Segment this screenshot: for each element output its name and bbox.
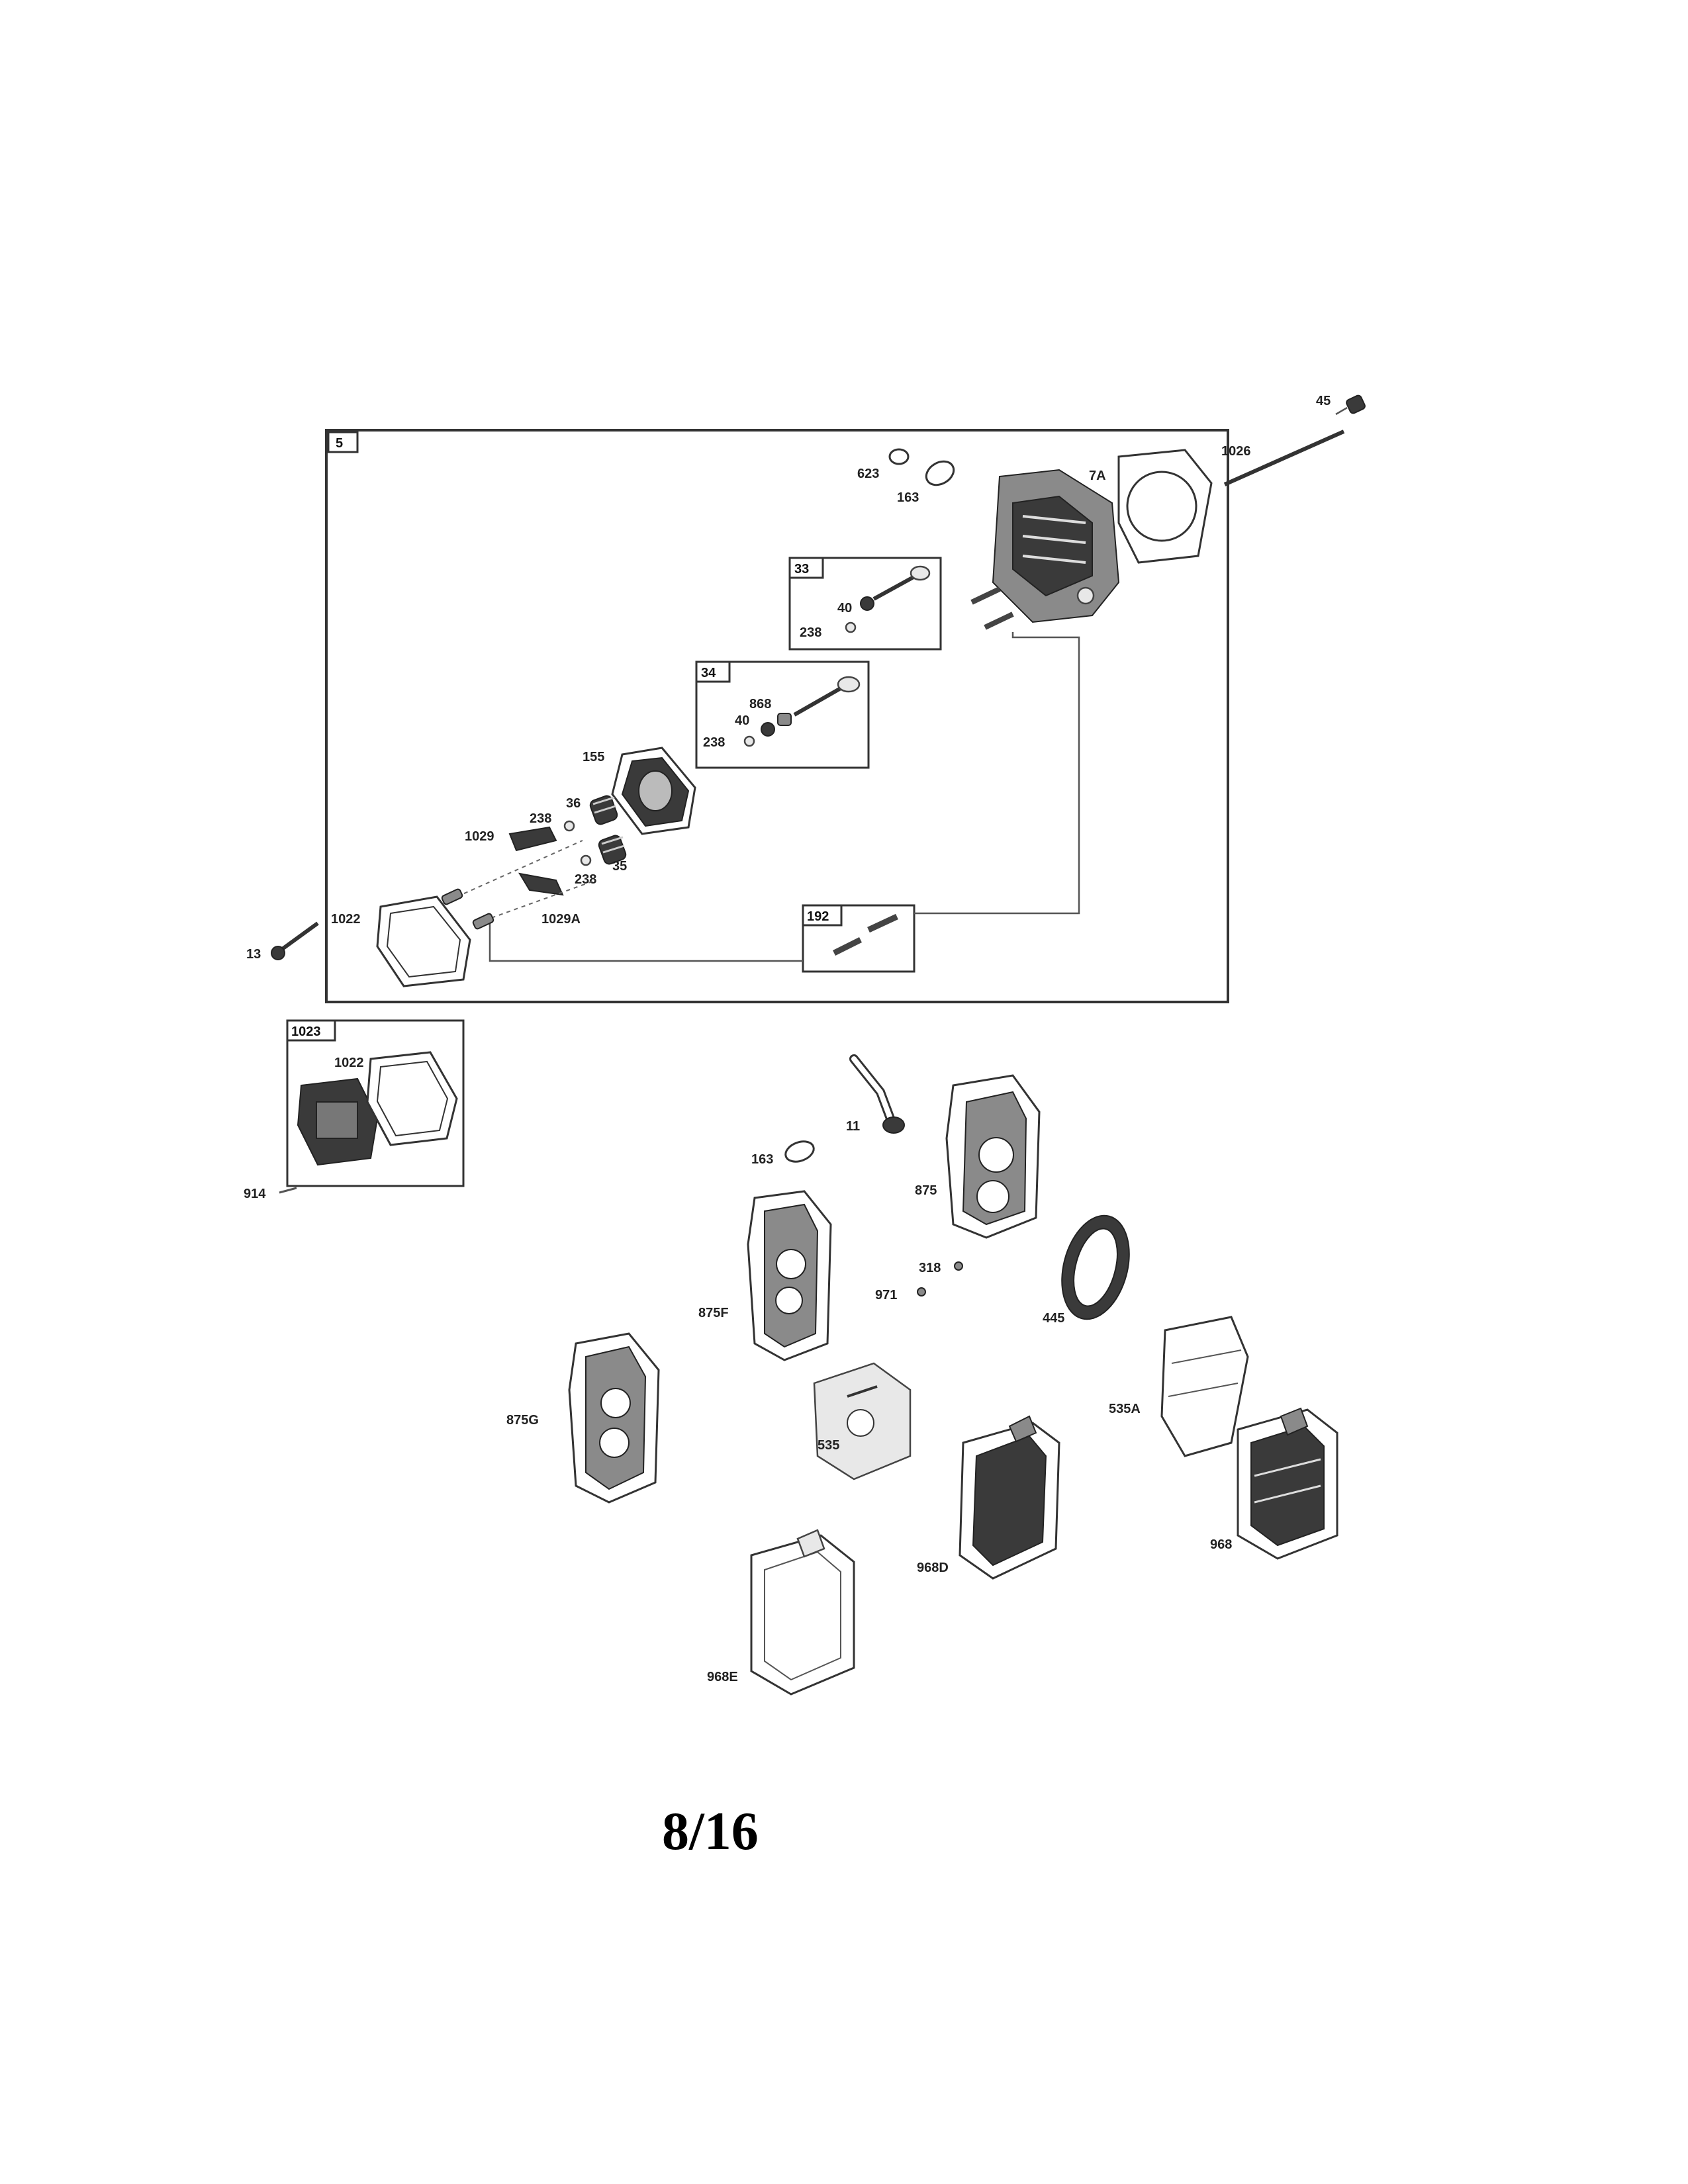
rocker-studs [441, 888, 494, 930]
air-cleaner-cover-968D [959, 1415, 1060, 1580]
fastener-971 [917, 1287, 926, 1297]
alignment-line [476, 880, 596, 924]
label-535A: 535A [1109, 1402, 1141, 1416]
kit-34-frame [695, 660, 870, 769]
air-cleaner-base-875 [945, 1074, 1041, 1239]
gasket-163 [784, 1140, 815, 1163]
rocker-cover-gasket-1022 [376, 895, 471, 987]
group-label-34: 34 [701, 666, 716, 680]
retainer-238 [580, 854, 592, 866]
label-971: 971 [875, 1288, 897, 1302]
label-1022: 1022 [334, 1056, 364, 1070]
gasket-7A [1117, 449, 1213, 564]
label-318: 318 [919, 1261, 941, 1275]
valve-cover-155 [611, 747, 696, 835]
air-cleaner-cover-968E [750, 1529, 855, 1696]
cylinder-head [992, 469, 1120, 623]
pre-cleaner-535 [813, 1362, 912, 1480]
label-35: 35 [612, 859, 627, 874]
label-238: 238 [575, 872, 596, 887]
intake-valve [743, 676, 861, 747]
gasket-163 [925, 460, 955, 486]
rocker-cover-1023 [297, 1077, 379, 1166]
filter-element-445 [1061, 1214, 1130, 1320]
label-238: 238 [800, 625, 821, 640]
head-assembly-frame [325, 429, 1229, 1003]
label-1029A: 1029A [541, 912, 581, 927]
label-875G: 875G [506, 1413, 539, 1428]
air-cleaner-base-875F [747, 1190, 832, 1361]
alignment-line [456, 840, 583, 897]
label-1029: 1029 [465, 829, 494, 844]
fastener-318 [954, 1261, 963, 1271]
group-label-1023: 1023 [291, 1024, 321, 1039]
label-875: 875 [915, 1183, 937, 1198]
valve-spring-35 [598, 835, 627, 865]
label-445: 445 [1043, 1311, 1064, 1326]
label-968: 968 [1210, 1537, 1232, 1552]
label-968E: 968E [707, 1670, 738, 1684]
label-155: 155 [583, 750, 604, 764]
rod-1026 [1223, 430, 1345, 486]
breather-tube-11 [849, 1054, 905, 1134]
head-studs [970, 586, 1014, 630]
label-45: 45 [1316, 394, 1331, 408]
label-238: 238 [703, 735, 725, 750]
rocker-arm-1029 [508, 826, 557, 852]
stud-kit-192-parts [832, 913, 898, 956]
gasket-1022-kit [366, 1051, 458, 1146]
label-968D: 968D [917, 1561, 949, 1575]
air-cleaner-base-875G [568, 1332, 660, 1504]
label-875F: 875F [698, 1306, 729, 1320]
bolt-45 [1335, 394, 1366, 416]
exhaust-valve [845, 565, 931, 633]
label-535: 535 [818, 1438, 839, 1453]
retainer-238 [563, 820, 575, 832]
bolt-13 [271, 921, 319, 960]
label-40: 40 [735, 713, 749, 728]
label-163: 163 [897, 490, 919, 505]
valve-spring-36 [589, 795, 618, 825]
air-cleaner-cover-968 [1237, 1407, 1338, 1560]
label-11: 11 [846, 1119, 860, 1134]
group-label-33: 33 [794, 562, 809, 576]
page-number: 8/16 [662, 1801, 759, 1861]
connector-line [489, 923, 803, 962]
kit-1023-frame [286, 1019, 465, 1187]
rocker-arm-1029A [518, 872, 564, 896]
label-914: 914 [244, 1187, 266, 1201]
label-868: 868 [749, 697, 771, 711]
label-623: 623 [857, 467, 879, 481]
label-1022: 1022 [331, 912, 361, 927]
screw-914 [279, 1187, 297, 1194]
label-1026: 1026 [1221, 444, 1251, 459]
kit-33-frame [788, 557, 942, 651]
label-7A: 7A [1089, 469, 1106, 483]
label-13: 13 [246, 947, 261, 962]
group-label-5: 5 [336, 436, 343, 451]
kit-192-frame [802, 904, 915, 973]
connector-line [914, 632, 1080, 915]
label-40: 40 [837, 601, 852, 615]
label-163: 163 [751, 1152, 773, 1167]
washer-623 [888, 448, 910, 465]
label-238: 238 [530, 811, 551, 826]
group-label-192: 192 [807, 909, 829, 924]
label-36: 36 [566, 796, 581, 811]
pre-cleaner-535A [1160, 1316, 1249, 1457]
